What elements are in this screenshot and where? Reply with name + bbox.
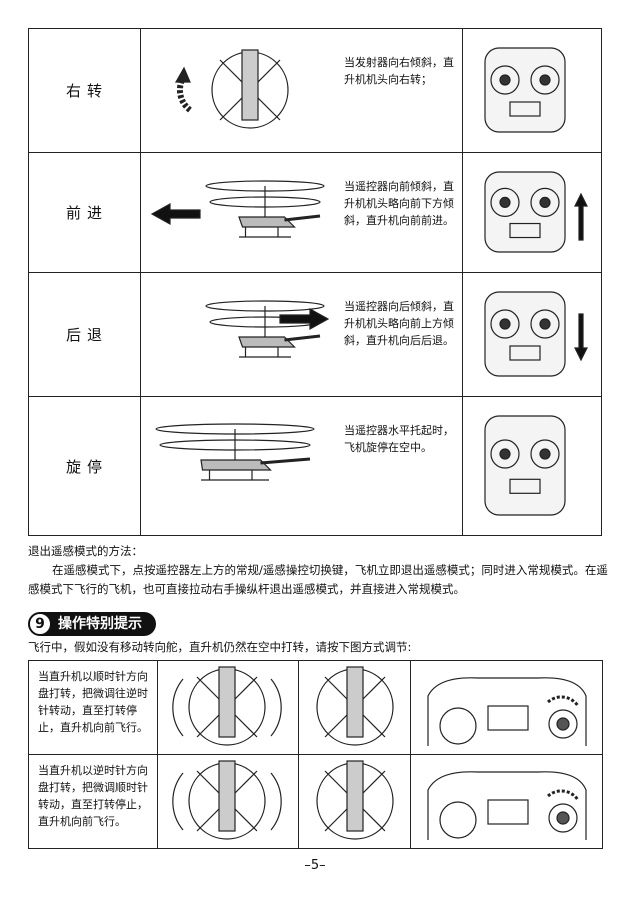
action-label: 右转 — [66, 82, 109, 100]
trim-knob-cell — [410, 754, 603, 849]
controller-illustration — [475, 284, 590, 384]
arrow-right-icon — [278, 307, 333, 332]
trim-knob-illustration — [418, 760, 596, 842]
action-description: 当发射器向右倾斜，直升机机头向右转； — [344, 56, 454, 86]
helicopter-hover — [150, 415, 330, 525]
helicopter-spinning — [165, 664, 290, 750]
helicopter-spinning — [165, 758, 290, 844]
action-label: 旋停 — [66, 457, 109, 476]
section-number: 9 — [28, 612, 52, 636]
arrow-left-icon — [150, 202, 205, 227]
action-description: 当遥控器向前倾斜，直升机机头略向前下方倾斜，直升机向前前进。 — [344, 180, 454, 227]
action-label: 后退 — [66, 326, 109, 344]
page-number: –5– — [304, 858, 326, 873]
helicopter-side-view — [200, 172, 330, 252]
trim-knob-illustration — [418, 666, 596, 748]
section-header: 9 操作特别提示 — [28, 612, 156, 636]
arrow-up-icon — [574, 192, 588, 242]
action-description: 当遥控器水平托起时，飞机旋停在空中。 — [344, 424, 454, 454]
exit-mode-body: 在遥感模式下，点按遥控器左上方的常规/遥感操控切换键，飞机立即退出遥感模式；同时… — [28, 563, 608, 596]
exit-mode-heading: 退出遥感模式的方法： — [28, 544, 143, 558]
helicopter-stable — [310, 664, 400, 750]
trim-description: 当直升机以顺时针方向盘打转，把微调往逆时针转动，直至打转停止，直升机向前飞行。 — [38, 670, 148, 734]
arrow-down-icon — [574, 312, 588, 362]
action-label: 前进 — [66, 204, 109, 222]
section-title: 操作特别提示 — [58, 616, 142, 632]
helicopter-stable — [310, 758, 400, 844]
section-intro: 飞行中，假如没有移动转向舵，直升机仍然在空中打转，请按下图方式调节: — [28, 640, 412, 654]
controller-illustration — [475, 408, 590, 523]
helicopter-top-view — [160, 40, 340, 140]
controller-illustration — [475, 40, 590, 140]
controller-cell — [462, 396, 602, 536]
controller-illustration — [475, 164, 590, 260]
action-description: 当遥控器向后倾斜，直升机机头略向前上方倾斜，直升机向后后退。 — [344, 300, 454, 347]
helicopter-side-view — [200, 292, 330, 372]
trim-description: 当直升机以逆时针方向盘打转，把微调顺时针转动，直至打转停止，直升机向前飞行。 — [38, 764, 148, 828]
